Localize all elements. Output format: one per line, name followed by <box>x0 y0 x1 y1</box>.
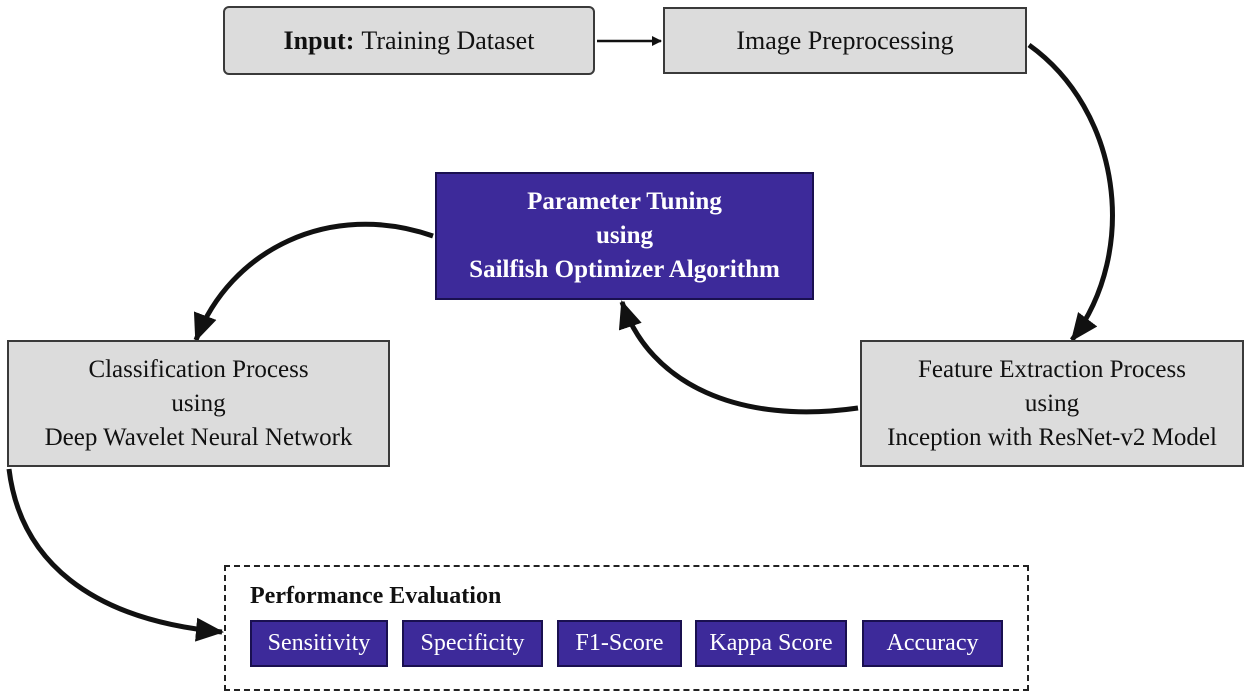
classification-line-3: Deep Wavelet Neural Network <box>44 423 353 451</box>
tuning-line-3: Sailfish Optimizer Algorithm <box>469 256 780 283</box>
classification-line-1: Classification Process <box>88 355 309 383</box>
classification-process-box: Classification Process using Deep Wavele… <box>7 340 390 467</box>
tuning-line-1: Parameter Tuning <box>527 188 722 215</box>
parameter-tuning-box: Parameter Tuning using Sailfish Optimize… <box>435 172 814 300</box>
input-training-dataset-box: Input: Training Dataset <box>223 6 595 75</box>
performance-evaluation-title: Performance Evaluation <box>250 583 502 609</box>
metric-f1-score: F1-Score <box>557 620 682 667</box>
performance-evaluation-panel: Performance Evaluation Sensitivity Speci… <box>224 565 1029 691</box>
feature-line-1: Feature Extraction Process <box>918 355 1186 383</box>
arrow-classification-to-evaluation <box>6 468 224 642</box>
preprocessing-label: Image Preprocessing <box>736 25 954 55</box>
metric-sensitivity: Sensitivity <box>250 620 388 667</box>
feature-extraction-box: Feature Extraction Process using Incepti… <box>860 340 1244 467</box>
metric-accuracy: Accuracy <box>862 620 1003 667</box>
input-label: Training Dataset <box>361 25 535 55</box>
arrow-feature-to-tuning <box>618 300 859 415</box>
tuning-line-2: using <box>596 222 653 249</box>
classification-line-2: using <box>171 389 226 417</box>
metric-specificity: Specificity <box>402 620 543 667</box>
image-preprocessing-box: Image Preprocessing <box>663 7 1027 74</box>
feature-line-3: Inception with ResNet-v2 Model <box>887 423 1217 451</box>
arrow-preprocessing-to-feature <box>1027 42 1115 342</box>
metric-kappa-score: Kappa Score <box>695 620 847 667</box>
feature-line-2: using <box>1024 389 1080 417</box>
input-bold-label: Input: <box>283 25 355 55</box>
arrow-tuning-to-classification <box>193 221 434 342</box>
